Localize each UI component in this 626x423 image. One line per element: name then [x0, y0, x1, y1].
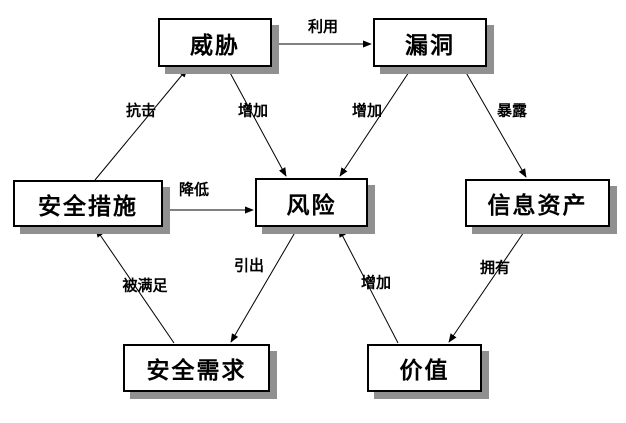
node-risk: 风险 — [255, 178, 368, 227]
edge-label-resists: 抗击 — [125, 101, 157, 120]
node-security-requirements: 安全需求 — [123, 344, 270, 392]
arrow-exposes — [463, 68, 527, 178]
edge-label-satisfied-by: 被满足 — [122, 276, 168, 295]
arrow-leads-to — [230, 228, 298, 343]
edge-label-exploits: 利用 — [307, 17, 339, 36]
arrow-threat-increases-risk — [227, 68, 287, 177]
arrow-owns — [448, 228, 527, 343]
arrow-value-increases-risk — [338, 228, 399, 344]
edge-label-vulnerability-increases-risk: 增加 — [351, 101, 383, 120]
edge-label-value-increases-risk: 增加 — [360, 273, 392, 292]
node-information-assets: 信息资产 — [465, 179, 610, 227]
arrow-resists — [94, 68, 188, 181]
node-security-measures: 安全措施 — [13, 180, 163, 227]
node-vulnerability: 漏洞 — [373, 18, 487, 67]
edge-label-leads-to: 引出 — [233, 256, 265, 275]
edge-label-owns: 拥有 — [479, 258, 511, 277]
arrow-vulnerability-increases-risk — [339, 68, 412, 177]
edge-label-exposes: 暴露 — [496, 101, 528, 120]
node-threat: 威胁 — [158, 18, 272, 67]
arrow-satisfied-by — [95, 228, 175, 344]
node-value: 价值 — [367, 344, 482, 392]
edge-label-threat-increases-risk: 增加 — [237, 101, 269, 120]
edge-label-reduces: 降低 — [178, 180, 210, 199]
